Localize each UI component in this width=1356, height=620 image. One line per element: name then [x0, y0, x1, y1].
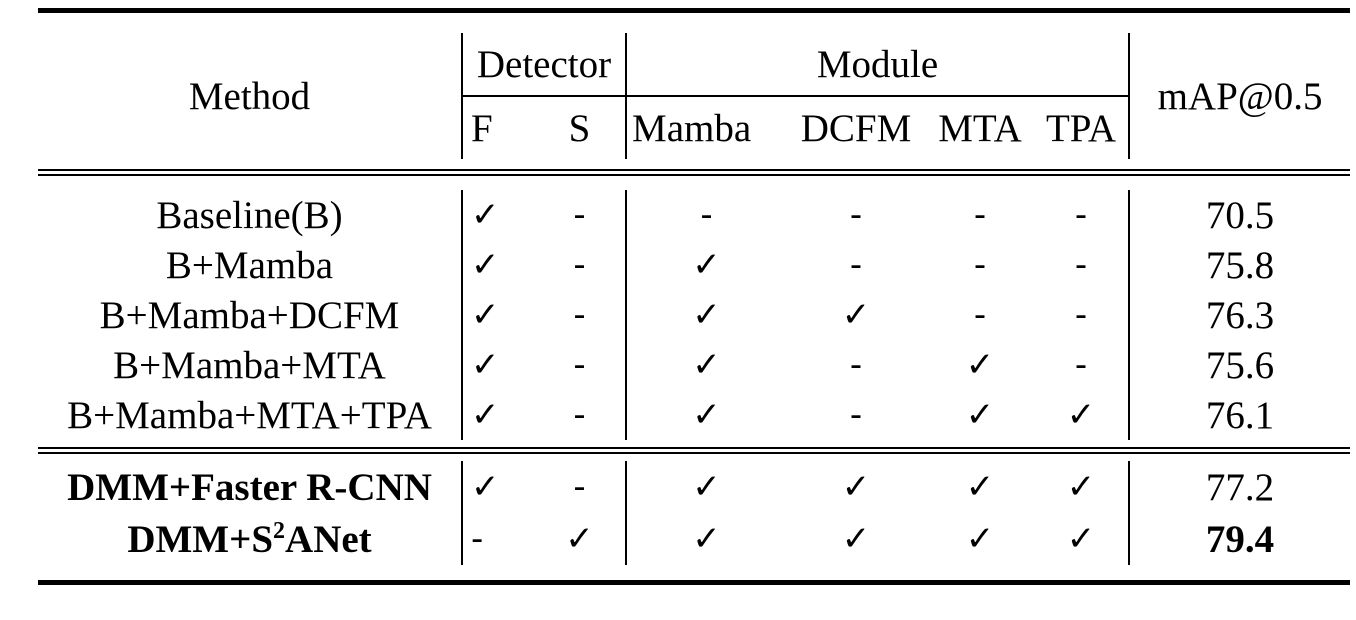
map-cell: 79.4 [1128, 513, 1350, 565]
mamba-cell: ✓ [625, 290, 786, 340]
tpa-cell: ✓ [1066, 467, 1096, 507]
tpa-cell: - [1074, 245, 1088, 285]
table-section-dmm: DMM+Faster R-CNN ✓ - ✓ ✓ ✓ ✓ 77.2 DMM+S2… [38, 461, 1350, 565]
map-cell: 70.5 [1128, 190, 1350, 240]
method-cell: B+Mamba [165, 243, 334, 287]
map-cell: 76.1 [1128, 390, 1350, 440]
table-row: B+Mamba+MTA ✓ - ✓ - ✓ - 75.6 [38, 340, 1350, 390]
ablation-table: Method Detector Module mAP@0.5 F S Mamba… [38, 8, 1351, 585]
s-cell: - [573, 195, 586, 235]
map-column-header: mAP@0.5 [1128, 33, 1351, 159]
table-row: Baseline(B) ✓ - - - - - 70.5 [38, 190, 1350, 240]
dcfm-cell: - [849, 245, 863, 285]
table-section-baseline: Baseline(B) ✓ - - - - - 70.5 B+Mamba ✓ -… [38, 190, 1350, 440]
method-cell: DMM+Faster R-CNN [67, 465, 432, 509]
mamba-cell: - [625, 190, 786, 240]
method-cell: B+Mamba+MTA [113, 343, 386, 387]
module-group-header: Module [626, 33, 1131, 97]
method-text-post: ANet [285, 517, 372, 561]
mamba-cell: ✓ [625, 461, 786, 513]
dcfm-cell: ✓ [841, 519, 871, 559]
method-cell: B+Mamba+MTA+TPA [67, 393, 432, 437]
table-top-rule [38, 8, 1350, 13]
mamba-cell: ✓ [625, 513, 786, 565]
module-dcfm-header: DCFM [800, 106, 912, 150]
f-cell: - [461, 513, 534, 565]
tpa-cell: - [1074, 195, 1088, 235]
table-row: DMM+Faster R-CNN ✓ - ✓ ✓ ✓ ✓ 77.2 [38, 461, 1350, 513]
table-row: B+Mamba ✓ - ✓ - - - 75.8 [38, 240, 1350, 290]
f-cell: ✓ [461, 390, 534, 440]
mta-cell: ✓ [965, 395, 995, 435]
f-cell: ✓ [461, 461, 534, 513]
f-cell: ✓ [461, 240, 534, 290]
s-cell: - [573, 295, 586, 335]
method-text-pre: DMM+S [127, 517, 274, 561]
table-header: Method Detector Module mAP@0.5 F S Mamba… [38, 33, 1351, 159]
mta-cell: - [973, 295, 987, 335]
method-cell: B+Mamba+DCFM [99, 293, 400, 337]
method-column-header: Method [188, 74, 311, 118]
map-cell: 75.8 [1128, 240, 1350, 290]
f-cell: ✓ [461, 290, 534, 340]
s-cell: - [573, 395, 586, 435]
s-cell: ✓ [565, 519, 594, 559]
dcfm-cell: - [849, 195, 863, 235]
s-cell: - [573, 467, 586, 507]
mamba-cell: ✓ [625, 390, 786, 440]
table-row: DMM+S2ANet - ✓ ✓ ✓ ✓ ✓ 79.4 [38, 513, 1350, 565]
dcfm-cell: - [849, 345, 863, 385]
mta-cell: - [973, 245, 987, 285]
module-mta-header: MTA [938, 106, 1022, 150]
s-cell: - [573, 245, 586, 285]
s-cell: - [573, 345, 586, 385]
tpa-cell: - [1074, 345, 1088, 385]
method-cell: DMM+S2ANet [38, 513, 462, 565]
method-superscript: 2 [273, 517, 286, 544]
module-tpa-header: TPA [1045, 106, 1117, 150]
mta-cell: ✓ [965, 467, 995, 507]
dcfm-cell: - [849, 395, 863, 435]
mamba-cell: ✓ [625, 340, 786, 390]
mta-cell: - [973, 195, 987, 235]
map-cell: 77.2 [1128, 461, 1350, 513]
mta-cell: ✓ [965, 345, 995, 385]
map-cell: 75.6 [1128, 340, 1350, 390]
tpa-cell: ✓ [1066, 519, 1096, 559]
mta-cell: ✓ [965, 519, 995, 559]
f-cell: ✓ [461, 340, 534, 390]
header-separator-rule [38, 169, 1350, 176]
dcfm-cell: ✓ [841, 295, 871, 335]
section-separator-rule [38, 447, 1350, 454]
tpa-cell: ✓ [1066, 395, 1096, 435]
dcfm-cell: ✓ [841, 467, 871, 507]
tpa-cell: - [1074, 295, 1088, 335]
method-cell: Baseline(B) [156, 193, 343, 237]
map-cell: 76.3 [1128, 290, 1350, 340]
table-row: B+Mamba+MTA+TPA ✓ - ✓ - ✓ ✓ 76.1 [38, 390, 1350, 440]
table-bottom-rule [38, 580, 1350, 585]
detector-s-header: S [568, 106, 591, 150]
mamba-cell: ✓ [625, 240, 786, 290]
detector-f-header: F [461, 96, 534, 159]
table-row: B+Mamba+DCFM ✓ - ✓ ✓ - - 76.3 [38, 290, 1350, 340]
detector-group-header: Detector [460, 33, 628, 97]
f-cell: ✓ [461, 190, 534, 240]
module-mamba-header: Mamba [625, 96, 787, 159]
